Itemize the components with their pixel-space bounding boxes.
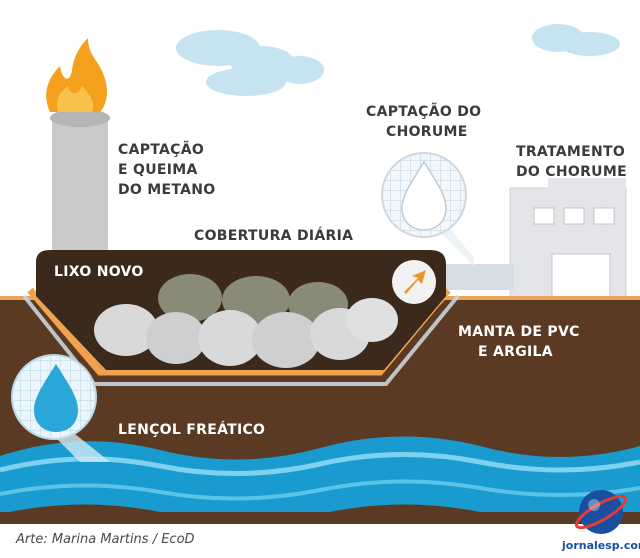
- water-table-label: LENÇOL FREÁTICO: [118, 422, 266, 438]
- leachate-capture-label: CAPTAÇÃO DO CHORUME: [366, 102, 481, 142]
- leachate-treatment-label: TRATAMENTO DO CHORUME: [516, 142, 627, 182]
- arrow-icon: [392, 260, 436, 304]
- methane-label-line-2: E QUEIMA: [118, 162, 198, 178]
- methane-label: CAPTAÇÃO E QUEIMA DO METANO: [118, 140, 216, 200]
- liner-label: MANTA DE PVC E ARGILA: [458, 322, 580, 362]
- art-credit: Arte: Marina Martins / EcoD: [16, 532, 195, 547]
- new-waste-label: LIXO NOVO: [54, 264, 144, 280]
- flame-icon: [46, 38, 107, 112]
- watermark-text: jornalesp.com: [562, 539, 640, 552]
- treatment-line-1: TRATAMENTO: [516, 144, 626, 160]
- liner-line-2: E ARGILA: [478, 344, 553, 360]
- leachate-pipe: [440, 264, 514, 290]
- liner-line-1: MANTA DE PVC: [458, 324, 580, 340]
- methane-label-line-3: DO METANO: [118, 182, 216, 198]
- leachate-capture-line-1: CAPTAÇÃO DO: [366, 104, 482, 120]
- droplet-icon: [11, 354, 110, 462]
- droplet-icon: [381, 152, 474, 266]
- waste-bags: [94, 274, 398, 368]
- groundwater: [0, 436, 640, 522]
- globe-logo-icon: [574, 490, 628, 534]
- treatment-building: [509, 178, 627, 301]
- daily-cover-label: COBERTURA DIÁRIA: [194, 228, 354, 244]
- cloud-2: [532, 24, 620, 56]
- cloud-1: [176, 30, 324, 96]
- methane-chimney: [52, 118, 108, 260]
- methane-label-line-1: CAPTAÇÃO: [118, 142, 205, 158]
- leachate-capture-line-2: CHORUME: [386, 124, 468, 140]
- treatment-line-2: DO CHORUME: [516, 164, 627, 180]
